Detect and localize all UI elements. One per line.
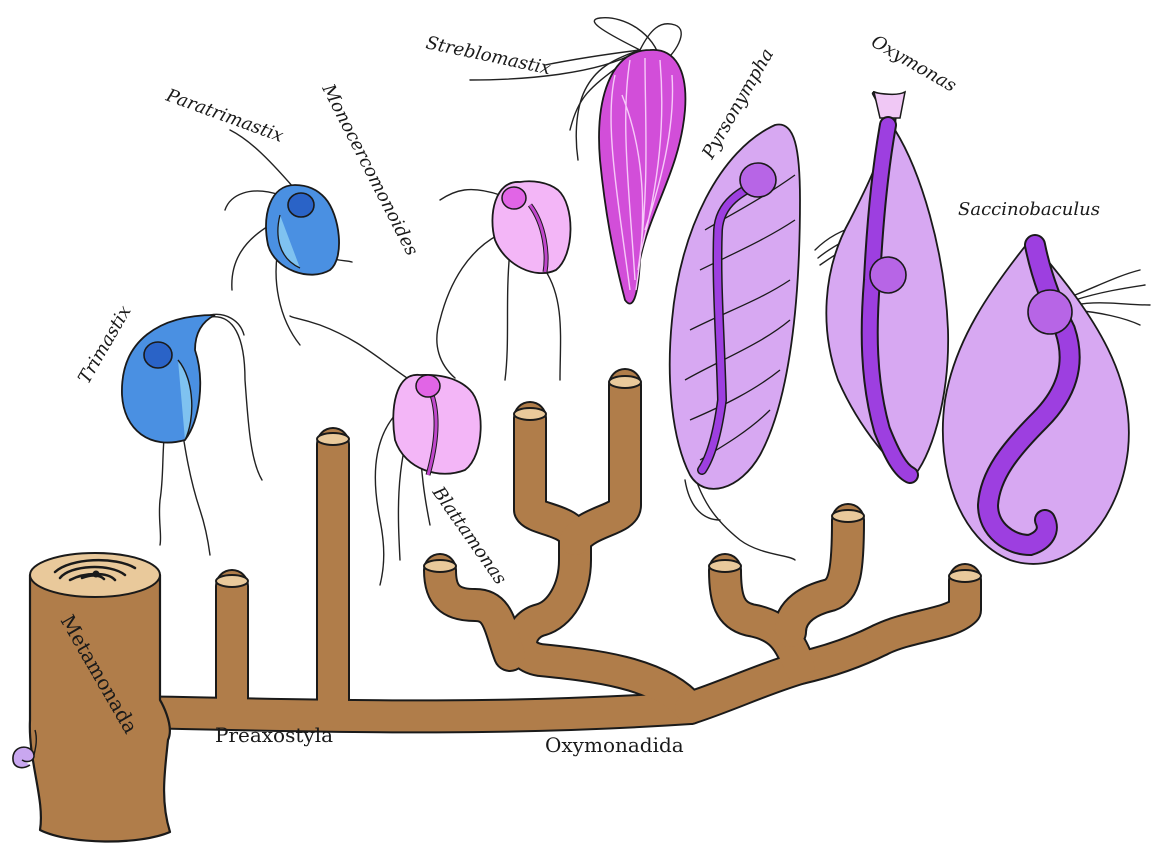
- tree-branches: [130, 376, 981, 716]
- organism-monocercomonoides: Monocercomonoides: [317, 80, 570, 380]
- taxon-label-saccinobaculus: Saccinobaculus: [958, 199, 1100, 220]
- branch-tip: [317, 433, 349, 445]
- organism-pyrsonympha: Pyrsonympha: [670, 45, 800, 560]
- branch-tip: [609, 376, 641, 388]
- branch-tip: [424, 560, 456, 572]
- branch-tip: [709, 560, 741, 572]
- branch-tip: [832, 510, 864, 522]
- clade-label-oxymonadida: Oxymonadida: [545, 733, 684, 757]
- branch-tip: [216, 575, 248, 587]
- taxon-label-paratrimastix: Paratrimastix: [162, 85, 286, 147]
- taxon-label-oxymonas: Oxymonas: [868, 31, 960, 96]
- organism-paratrimastix: Paratrimastix: [162, 85, 352, 345]
- organism-trimastix: Trimastix: [74, 302, 262, 555]
- organism-saccinobaculus: Saccinobaculus: [943, 199, 1150, 564]
- organism-oxymonas: Oxymonas: [815, 31, 960, 478]
- taxon-label-streblomastix: Streblomastix: [424, 32, 553, 79]
- clade-label-preaxostyla: Preaxostyla: [215, 723, 333, 747]
- branch-tip: [514, 408, 546, 420]
- branch-tip: [949, 570, 981, 582]
- trunk-stump: [13, 553, 170, 842]
